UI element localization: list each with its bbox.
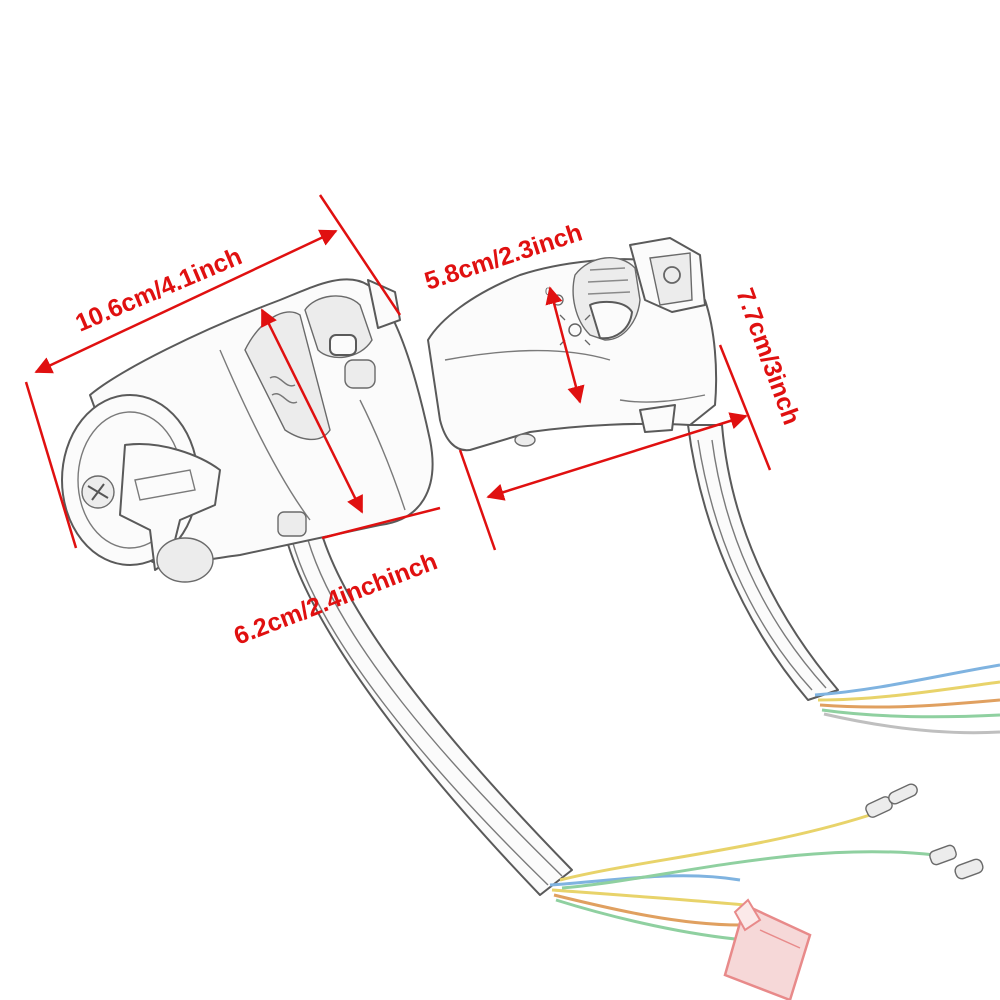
bullet-connector-bottom: [929, 844, 984, 880]
headlight-toggle: [572, 257, 641, 341]
dim-label-right-length: 7.7cm/3inch: [730, 284, 805, 428]
left-switch-housing: [61, 278, 434, 583]
horn-button: [629, 237, 706, 313]
multi-pin-connector: [723, 898, 812, 1000]
left-switch-cable: [281, 519, 984, 942]
right-switch-cable: [687, 424, 1000, 735]
screw-icon: [81, 475, 115, 509]
dimension-lines: [24, 194, 772, 551]
horn-icon: [663, 266, 681, 284]
bullet-connector-top: [865, 783, 918, 818]
